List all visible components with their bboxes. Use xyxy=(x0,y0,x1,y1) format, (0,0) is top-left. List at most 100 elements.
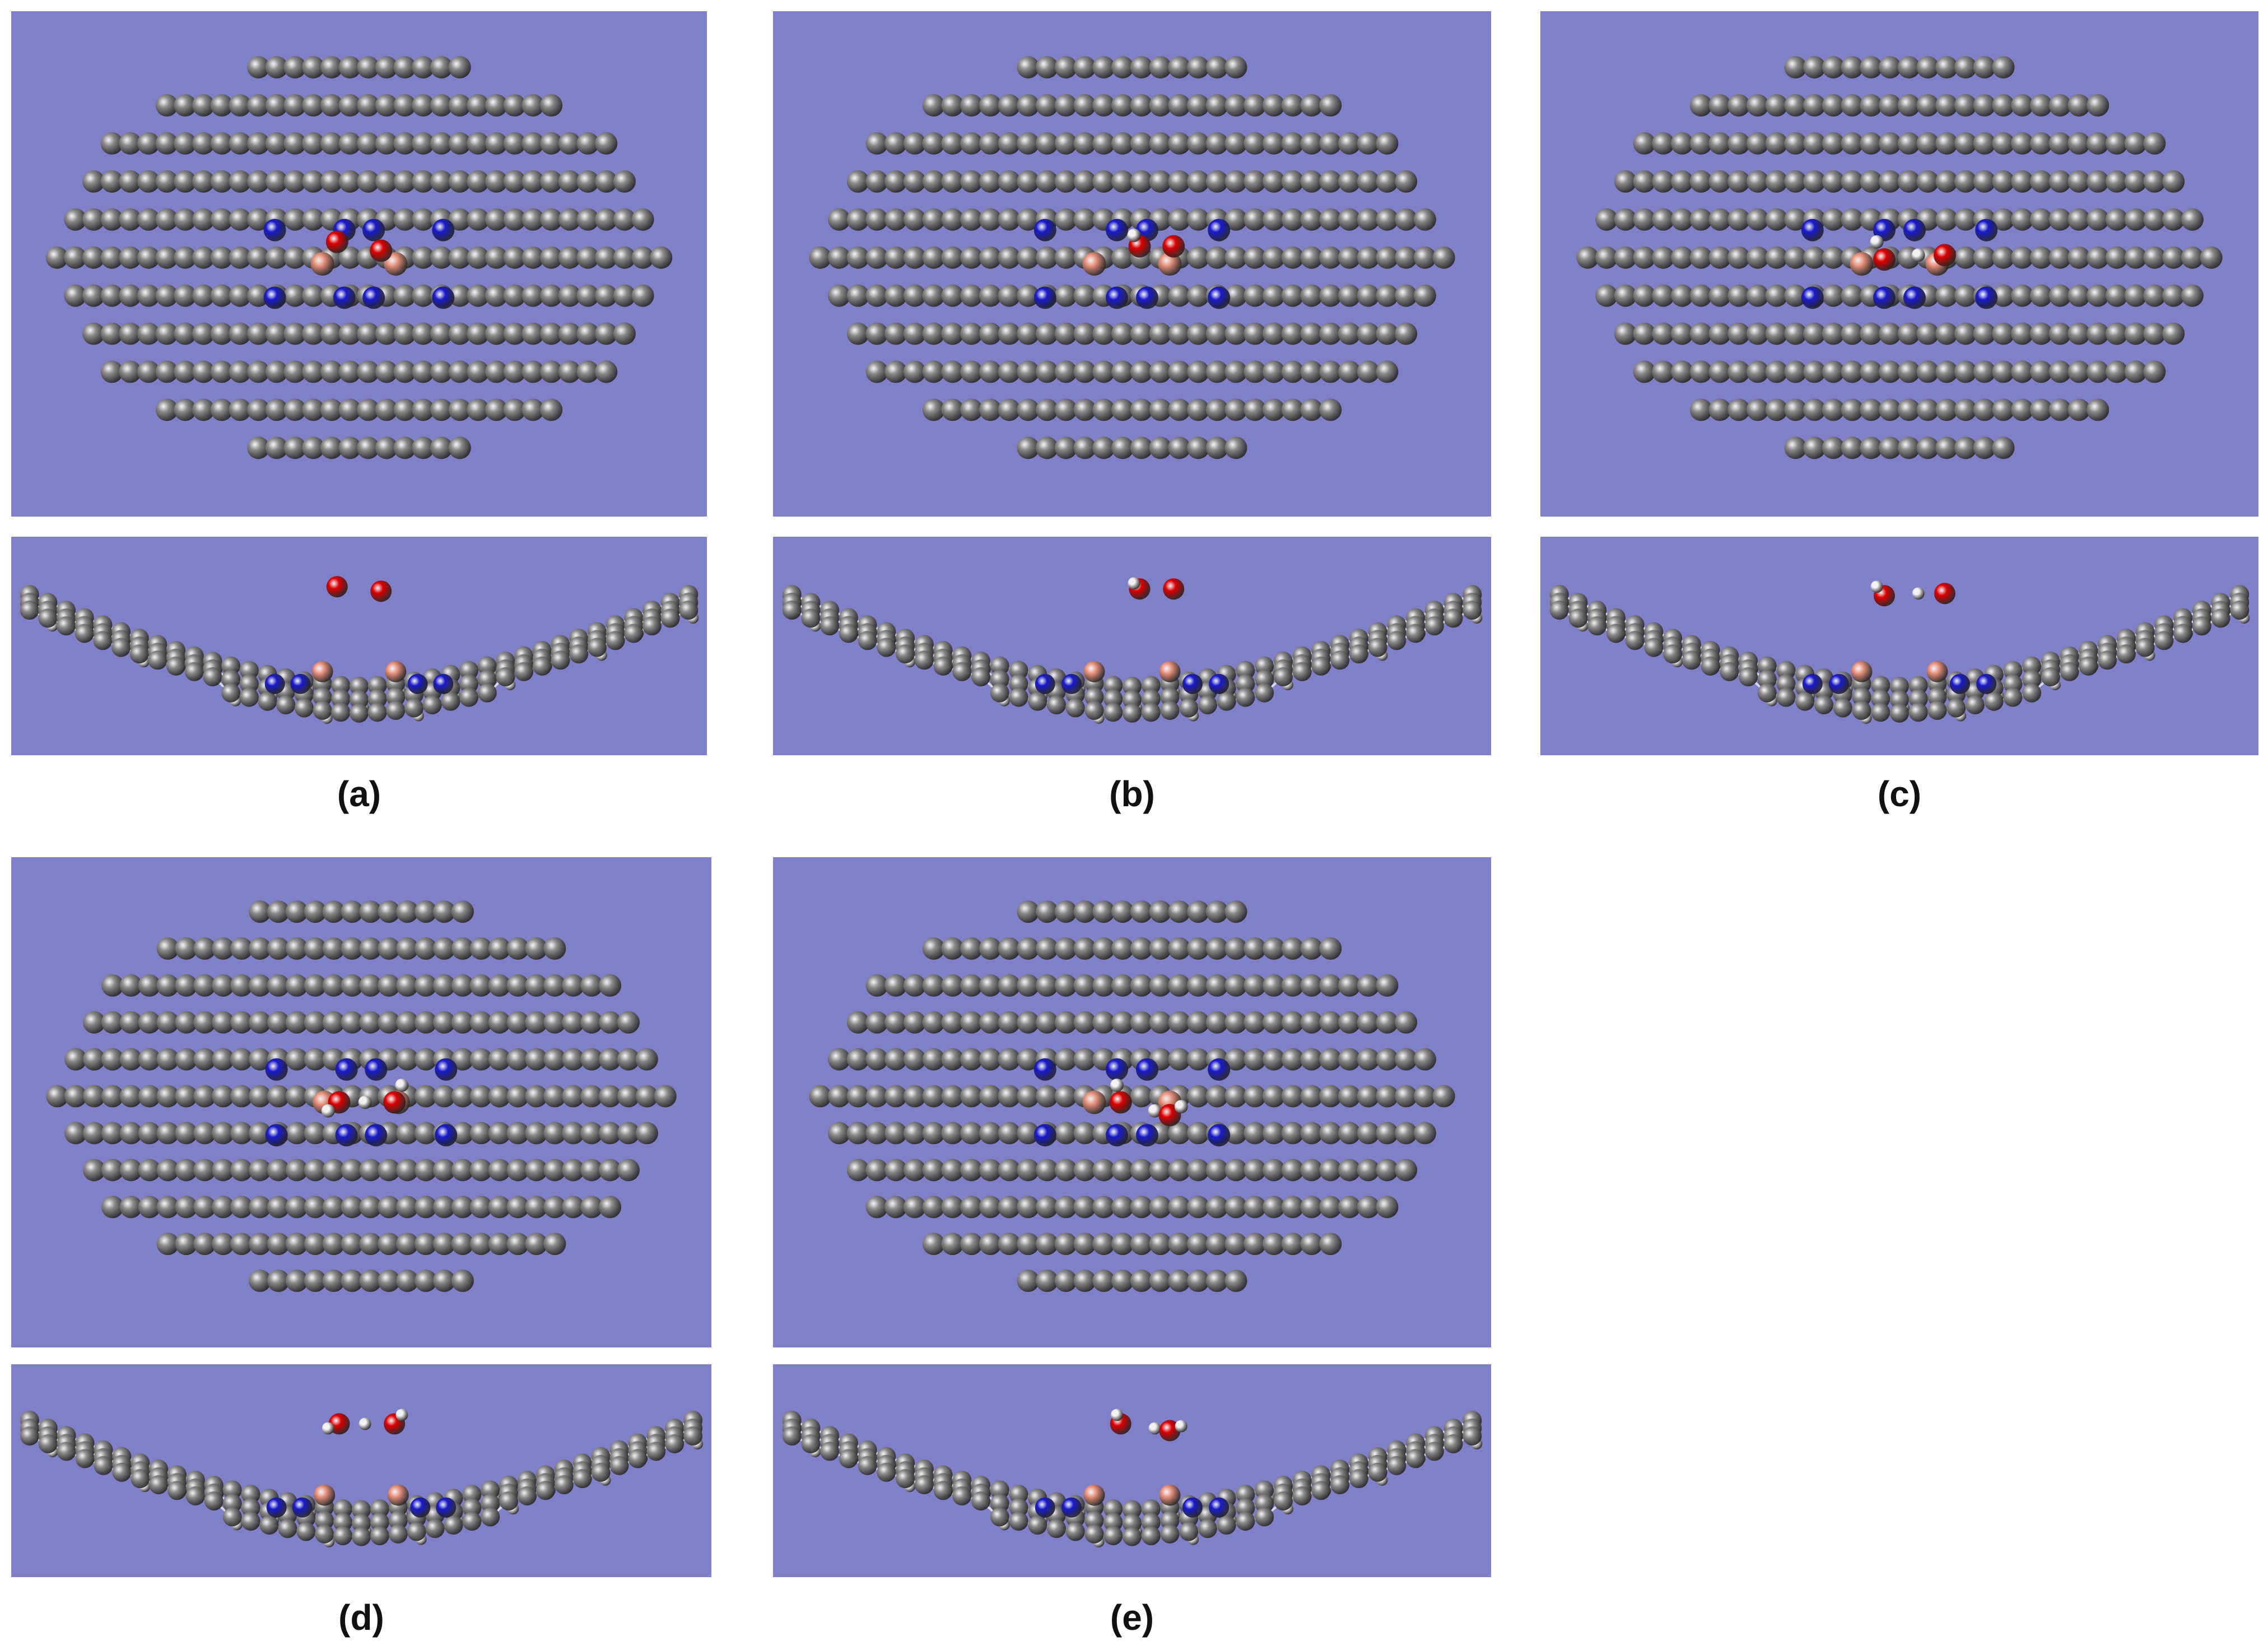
carbon-atom xyxy=(562,1011,585,1034)
carbon-atom xyxy=(283,94,306,117)
carbon-atom xyxy=(960,974,983,997)
carbon-atom xyxy=(1897,398,1920,421)
carbon-atom xyxy=(100,208,123,231)
carbon-atom xyxy=(119,1159,142,1182)
carbon-atom xyxy=(1973,360,1996,383)
carbon-atom xyxy=(229,398,252,421)
carbon-atom xyxy=(352,1513,371,1533)
carbon-atom xyxy=(119,974,142,997)
carbon-atom xyxy=(572,1469,592,1489)
carbon-atom xyxy=(1357,284,1380,307)
carbon-atom xyxy=(998,246,1021,269)
carbon-atom xyxy=(388,1524,408,1544)
carbon-atom xyxy=(1727,170,1750,193)
carbon-atom xyxy=(1073,56,1096,79)
carbon-atom xyxy=(267,1196,290,1219)
nitrogen-atom xyxy=(1182,1497,1203,1518)
carbon-atom xyxy=(396,1233,419,1256)
carbon-atom xyxy=(1187,94,1210,117)
carbon-atom xyxy=(998,208,1021,231)
carbon-atom xyxy=(1860,170,1883,193)
carbon-atom xyxy=(941,284,964,307)
carbon-atom xyxy=(1263,94,1286,117)
carbon-atom xyxy=(990,1480,1009,1500)
carbon-atom xyxy=(302,94,325,117)
carbon-atom xyxy=(230,1122,253,1145)
carbon-atom xyxy=(1395,1085,1418,1108)
carbon-atom xyxy=(174,360,197,383)
carbon-atom xyxy=(1300,94,1323,117)
carbon-atom xyxy=(304,974,327,997)
carbon-atom xyxy=(1443,608,1463,628)
carbon-atom xyxy=(2181,284,2204,307)
carbon-atom xyxy=(1073,1048,1096,1071)
carbon-atom xyxy=(1244,170,1266,193)
carbon-atom xyxy=(1935,284,1958,307)
carbon-atom xyxy=(155,322,178,345)
carbon-atom xyxy=(599,1196,622,1219)
carbon-atom xyxy=(922,94,945,117)
carbon-atom xyxy=(430,56,453,79)
carbon-atom xyxy=(1263,937,1286,960)
carbon-atom xyxy=(979,94,1002,117)
carbon-atom xyxy=(1054,56,1077,79)
carbon-atom xyxy=(1111,436,1134,459)
carbon-atom xyxy=(1376,1085,1399,1108)
metal-atom xyxy=(1850,252,1874,276)
carbon-atom xyxy=(1784,132,1807,155)
carbon-atom xyxy=(1255,1507,1274,1527)
carbon-atom xyxy=(412,56,435,79)
carbon-atom xyxy=(865,322,888,345)
carbon-atom xyxy=(249,1011,272,1034)
carbon-atom xyxy=(1084,700,1104,720)
carbon-atom xyxy=(174,132,197,155)
carbon-atom xyxy=(1338,1159,1361,1182)
carbon-atom xyxy=(1879,398,1902,421)
carbon-atom xyxy=(1973,322,1996,345)
nitrogen-atom xyxy=(1873,286,1896,309)
carbon-atom xyxy=(1413,284,1436,307)
carbon-atom xyxy=(1935,322,1958,345)
carbon-atom xyxy=(884,1159,907,1182)
carbon-atom xyxy=(1149,900,1172,923)
carbon-atom xyxy=(990,670,1009,689)
carbon-atom xyxy=(1319,398,1342,421)
carbon-atom xyxy=(1822,436,1845,459)
carbon-atom xyxy=(1111,398,1134,421)
carbon-atom xyxy=(1255,1480,1274,1500)
carbon-atom xyxy=(1708,94,1731,117)
carbon-atom xyxy=(1054,246,1077,269)
carbon-atom xyxy=(846,170,869,193)
carbon-atom xyxy=(1852,687,1871,707)
carbon-atom xyxy=(267,1270,290,1292)
carbon-atom xyxy=(884,284,907,307)
hydrogen-atom xyxy=(358,1417,371,1430)
carbon-atom xyxy=(1017,1233,1040,1256)
carbon-atom xyxy=(801,608,821,628)
carbon-atom xyxy=(1614,246,1637,269)
carbon-atom xyxy=(1871,676,1890,695)
carbon-atom xyxy=(488,1159,511,1182)
carbon-atom xyxy=(1784,246,1807,269)
carbon-atom xyxy=(1916,436,1939,459)
carbon-atom xyxy=(1935,56,1958,79)
carbon-atom xyxy=(1054,1085,1077,1108)
carbon-atom xyxy=(1123,690,1142,709)
carbon-atom xyxy=(193,1196,216,1219)
carbon-atom xyxy=(265,94,288,117)
carbon-atom xyxy=(221,656,241,676)
nitrogen-atom xyxy=(1903,219,1926,241)
carbon-atom xyxy=(896,644,915,664)
carbon-atom xyxy=(249,974,272,997)
carbon-atom xyxy=(488,1011,511,1034)
carbon-atom xyxy=(960,1196,983,1219)
carbon-atom xyxy=(2173,624,2193,643)
carbon-atom xyxy=(1160,1510,1180,1530)
carbon-atom xyxy=(922,1011,945,1034)
carbon-atom xyxy=(952,662,972,681)
carbon-atom xyxy=(525,1159,548,1182)
carbon-atom xyxy=(451,974,474,997)
carbon-atom xyxy=(1822,132,1845,155)
carbon-atom xyxy=(1187,1196,1210,1219)
carbon-atom xyxy=(265,436,288,459)
